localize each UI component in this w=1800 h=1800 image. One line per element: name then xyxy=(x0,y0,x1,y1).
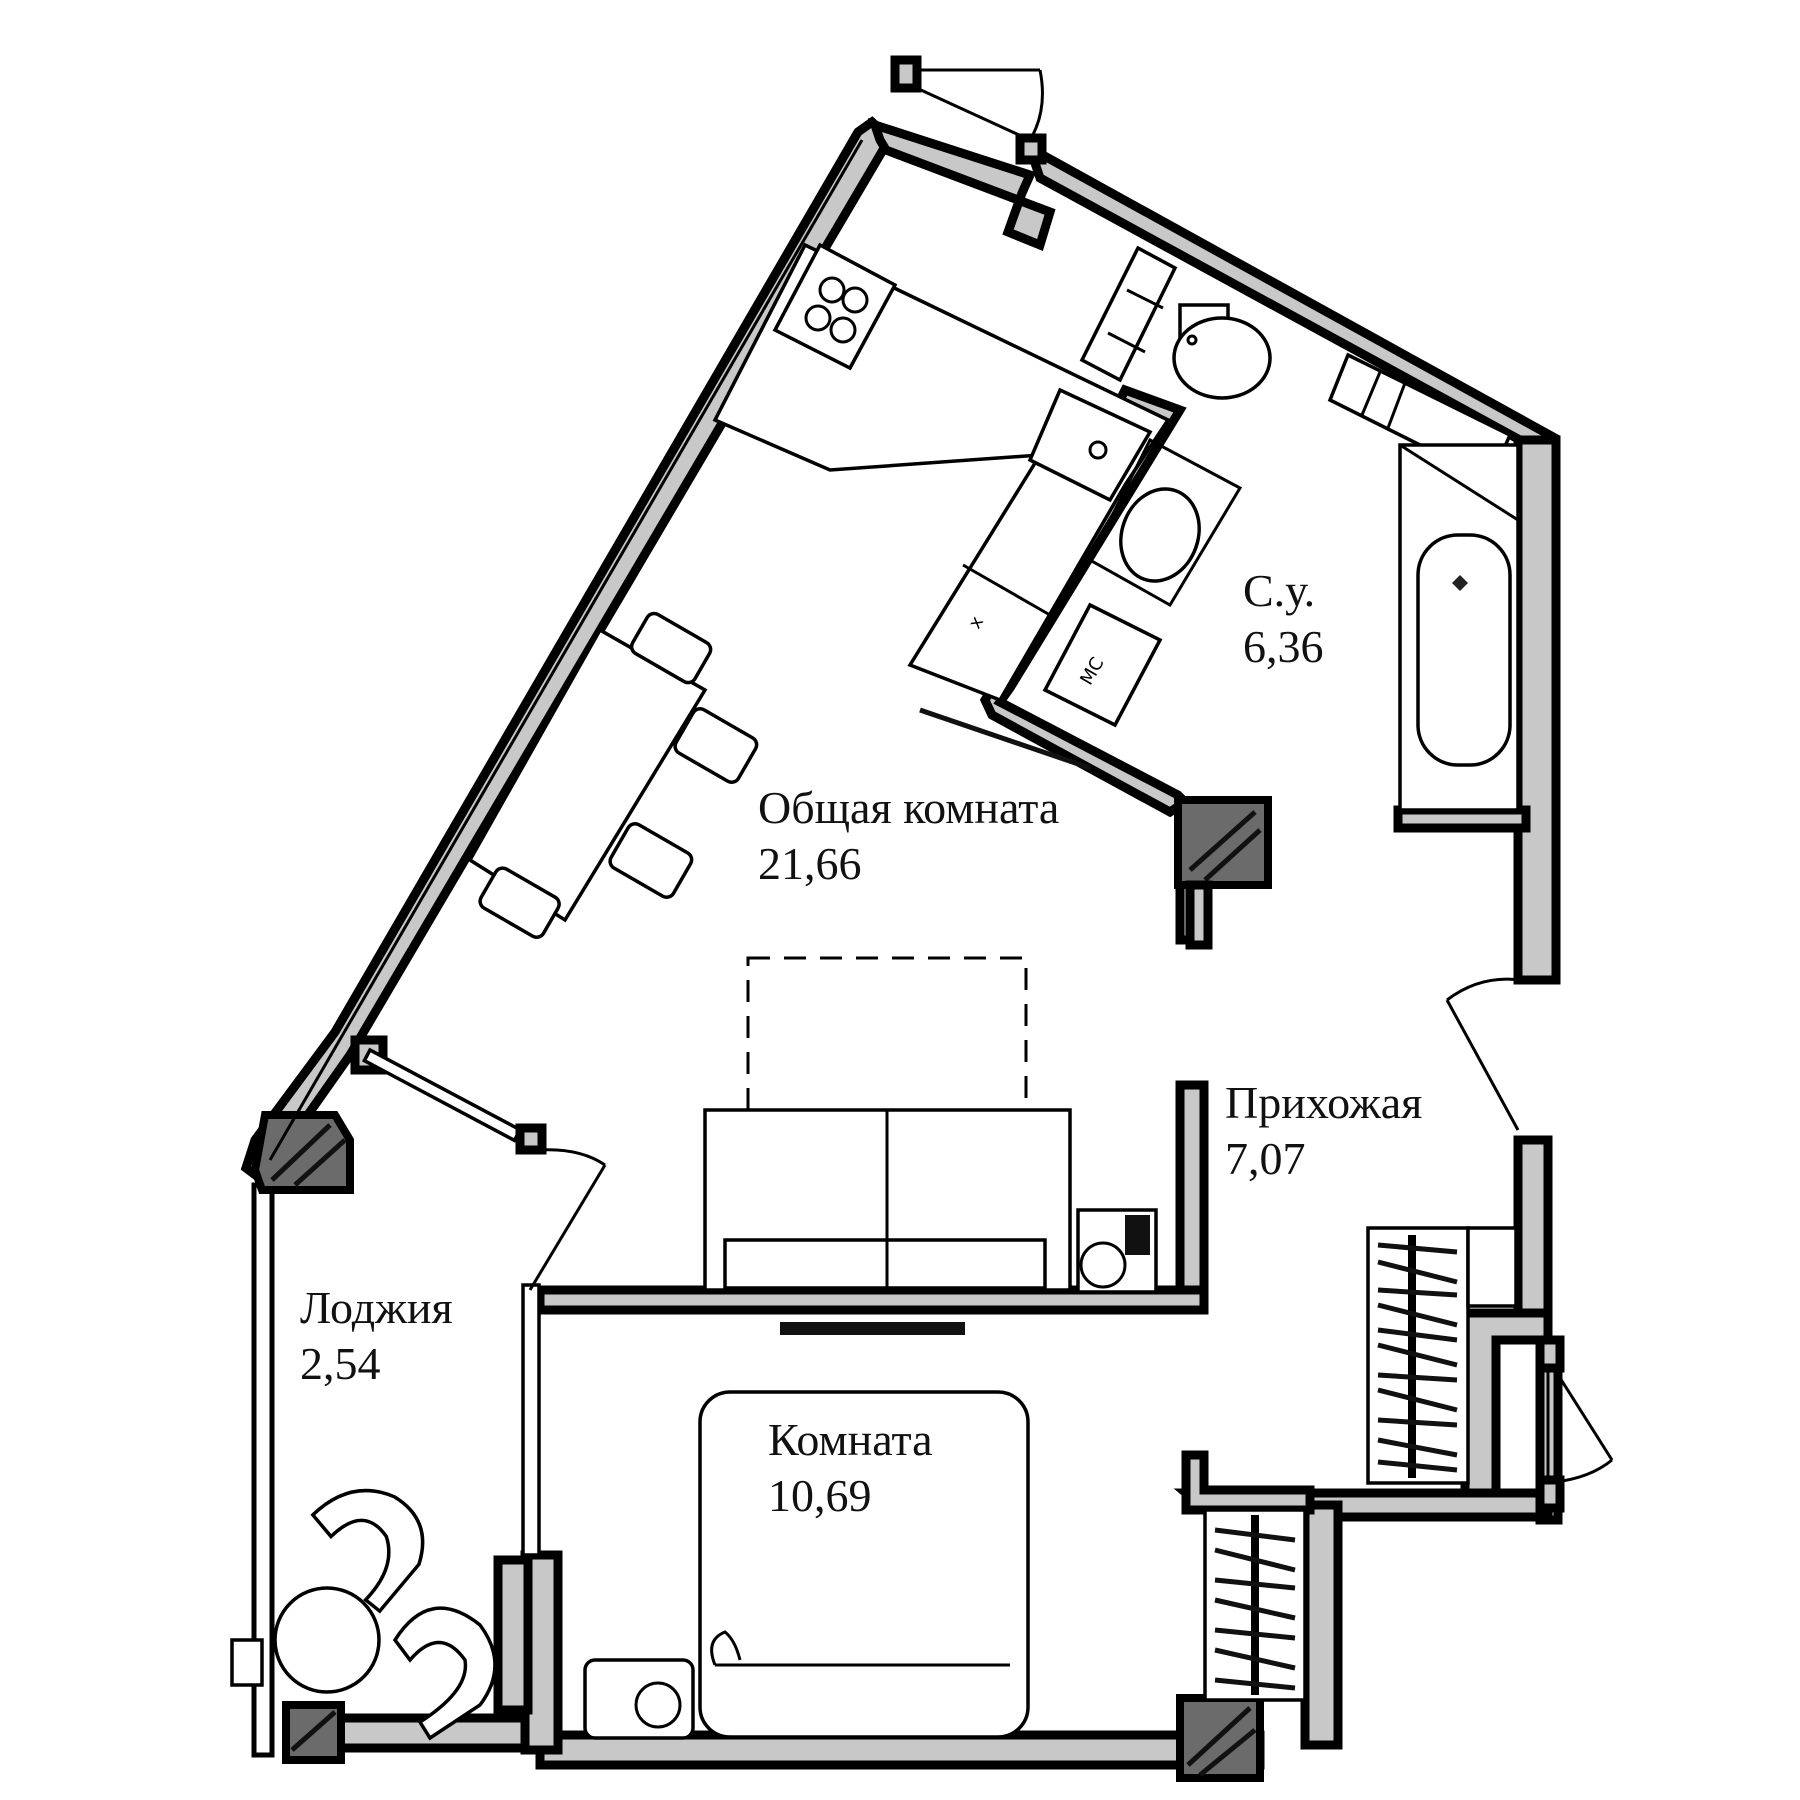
closet-right-wall xyxy=(1300,1500,1343,1750)
hall-partition xyxy=(1175,1080,1209,1310)
room-label-hallway: Прихожая 7,07 xyxy=(1225,1075,1422,1187)
columns xyxy=(250,796,1272,1782)
nightstand xyxy=(583,1658,695,1740)
diagonal-window-wall xyxy=(240,116,896,1187)
door-hall[interactable] xyxy=(1445,977,1521,1131)
room-area: 6,36 xyxy=(1243,621,1324,672)
tv xyxy=(780,1322,965,1335)
loggia-right-step xyxy=(493,1555,533,1715)
column-loggia-top xyxy=(250,1111,354,1194)
bedroom-furniture xyxy=(583,1390,1030,1740)
washbasin xyxy=(1088,437,1243,608)
column-center xyxy=(1174,796,1272,950)
room-label-bedroom: Комната 10,69 xyxy=(768,1412,933,1524)
door-top-entrance[interactable] xyxy=(890,55,1047,165)
room-label-living: Общая комната 21,66 xyxy=(758,780,1059,892)
right-wall-hall xyxy=(1513,1135,1553,1330)
toilet xyxy=(1172,303,1272,400)
round-table xyxy=(273,1586,381,1694)
room-name: Прихожая xyxy=(1225,1077,1423,1128)
exterior-walls xyxy=(240,116,1563,1770)
column-bottom-right xyxy=(1176,1694,1264,1782)
dining-set xyxy=(467,611,759,939)
range-hood xyxy=(919,707,1091,771)
kitchen: х xyxy=(712,242,1171,771)
loggia-furniture xyxy=(230,1488,497,1741)
room-area: 2,54 xyxy=(300,1338,381,1389)
room-label-loggia: Лоджия 2,54 xyxy=(300,1280,453,1392)
hall-wardrobe xyxy=(1366,1226,1518,1485)
top-wall-left xyxy=(867,117,1056,252)
room-name: Комната xyxy=(768,1414,933,1465)
armchair xyxy=(310,1488,425,1614)
bathtub xyxy=(1398,443,1520,812)
room-area: 21,66 xyxy=(758,838,862,889)
living-room-furniture xyxy=(703,956,1158,1335)
sofa xyxy=(703,1108,1072,1292)
doors xyxy=(350,55,1614,1513)
armchair xyxy=(392,1606,497,1741)
bedroom-hall-partition xyxy=(1181,1450,1315,1515)
column-bottom-left xyxy=(282,1701,345,1764)
washing-area-appliance xyxy=(1076,1208,1158,1294)
room-name: Лоджия xyxy=(300,1282,453,1333)
bedroom-wardrobe xyxy=(1203,1508,1307,1702)
door-loggia[interactable] xyxy=(350,1035,607,1291)
room-label-bathroom: С.у. 6,36 xyxy=(1243,563,1324,675)
loggia-glass-partition xyxy=(521,1283,541,1557)
washing-machine: МС xyxy=(1042,602,1163,728)
room-area: 7,07 xyxy=(1225,1133,1306,1184)
bed xyxy=(698,1390,1030,1739)
bathroom-lower-wall xyxy=(1393,805,1531,833)
loggia-right-wall-lower xyxy=(520,1550,563,1755)
room-name: Общая комната xyxy=(758,782,1060,833)
right-wall-upper xyxy=(1513,435,1561,985)
kitchen-sink xyxy=(1027,387,1153,503)
room-area: 10,69 xyxy=(768,1470,872,1521)
chair xyxy=(478,611,759,939)
door-right-closet[interactable] xyxy=(1535,1335,1614,1513)
bed-blanket-fold xyxy=(710,1630,1010,1667)
window-inner-line xyxy=(268,139,864,1161)
room-name: С.у. xyxy=(1243,565,1316,616)
hob xyxy=(772,242,898,371)
bathroom-fixtures: МС xyxy=(1042,245,1520,812)
loggia-vent xyxy=(230,1638,264,1687)
